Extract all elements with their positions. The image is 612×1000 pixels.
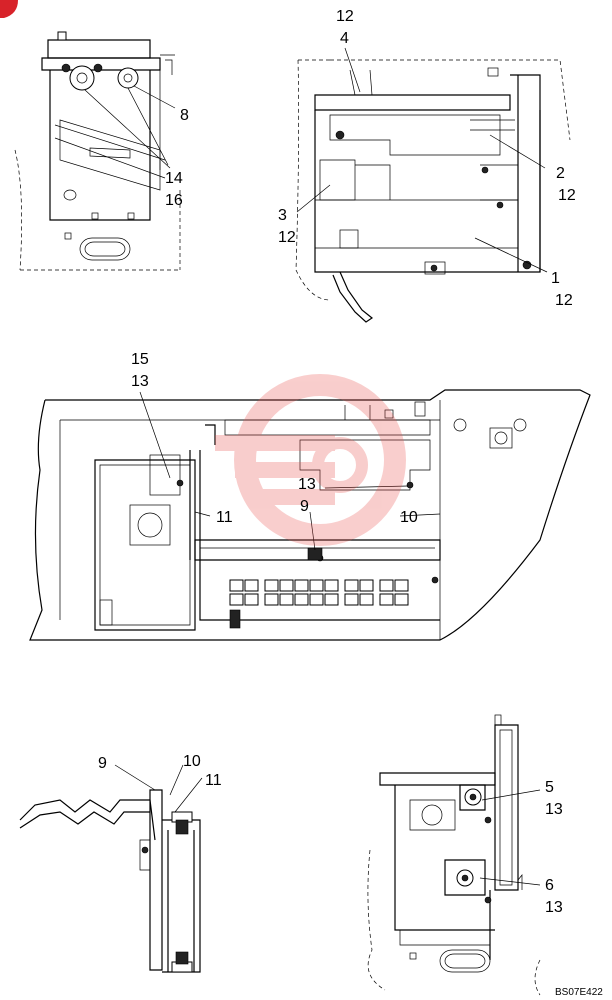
callout-labels: 8 14 16 12 4 2 12 3 12 1 12 15 13 11 13 … — [98, 8, 603, 998]
callout-1: 1 — [551, 270, 560, 287]
callout-12-d: 12 — [555, 292, 573, 309]
watermark-gear — [234, 374, 406, 546]
callout-5: 5 — [545, 779, 554, 796]
watermark-bar-1 — [215, 435, 335, 451]
callout-13-a: 13 — [131, 373, 149, 390]
callout-11-detail: 11 — [205, 772, 222, 789]
callout-16: 16 — [165, 192, 183, 209]
callout-3: 3 — [278, 207, 287, 224]
callout-4: 4 — [340, 30, 349, 47]
reference-code: BS07E422 — [555, 987, 603, 998]
callout-12-c: 12 — [278, 229, 296, 246]
watermark — [215, 374, 406, 546]
callout-8: 8 — [180, 107, 189, 124]
callout-9: 9 — [300, 498, 309, 515]
callout-6: 6 — [545, 877, 554, 894]
callout-13-d: 13 — [545, 899, 563, 916]
callout-11: 11 — [216, 509, 233, 526]
watermark-bar-2 — [235, 462, 335, 478]
corner-mark — [0, 0, 18, 18]
watermark-bar-3 — [255, 489, 335, 505]
callout-14: 14 — [165, 170, 183, 187]
callout-9-detail: 9 — [98, 755, 107, 772]
relay-block-row — [229, 579, 409, 606]
view-top-right — [295, 47, 571, 323]
callout-13-b: 13 — [298, 476, 316, 493]
view-middle — [29, 389, 591, 641]
view-top-left — [14, 31, 181, 271]
callout-12-a: 12 — [336, 8, 354, 25]
watermark-hub — [312, 437, 368, 493]
callout-2: 2 — [556, 165, 565, 182]
callout-12-b: 12 — [558, 187, 576, 204]
callout-13-c: 13 — [545, 801, 563, 818]
callout-15: 15 — [131, 351, 149, 368]
callout-10-detail: 10 — [183, 753, 201, 770]
view-bottom-right — [367, 714, 541, 996]
callout-10: 10 — [400, 509, 418, 526]
view-bottom-left — [19, 764, 203, 973]
